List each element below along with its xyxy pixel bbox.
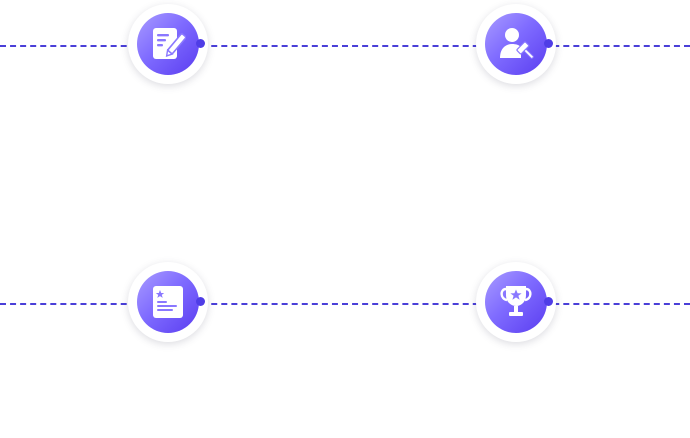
step-node-4-disc bbox=[485, 271, 547, 333]
step-node-1[interactable] bbox=[128, 4, 208, 84]
step-node-4[interactable] bbox=[476, 262, 556, 342]
step-node-1-connector-dot bbox=[196, 39, 205, 48]
user-gavel-icon bbox=[498, 26, 534, 62]
timeline-dashed-line-bottom bbox=[0, 303, 690, 305]
step-node-3-connector-dot bbox=[196, 297, 205, 306]
step-node-2-disc bbox=[485, 13, 547, 75]
step-node-4-connector-dot bbox=[544, 297, 553, 306]
edit-document-icon bbox=[150, 26, 186, 62]
step-node-3-disc bbox=[137, 271, 199, 333]
step-node-1-disc bbox=[137, 13, 199, 75]
timeline-dashed-line-top bbox=[0, 45, 690, 47]
step-node-2[interactable] bbox=[476, 4, 556, 84]
step-node-2-connector-dot bbox=[544, 39, 553, 48]
certificate-star-icon bbox=[150, 284, 186, 320]
trophy-star-icon bbox=[497, 283, 535, 321]
step-node-3[interactable] bbox=[128, 262, 208, 342]
